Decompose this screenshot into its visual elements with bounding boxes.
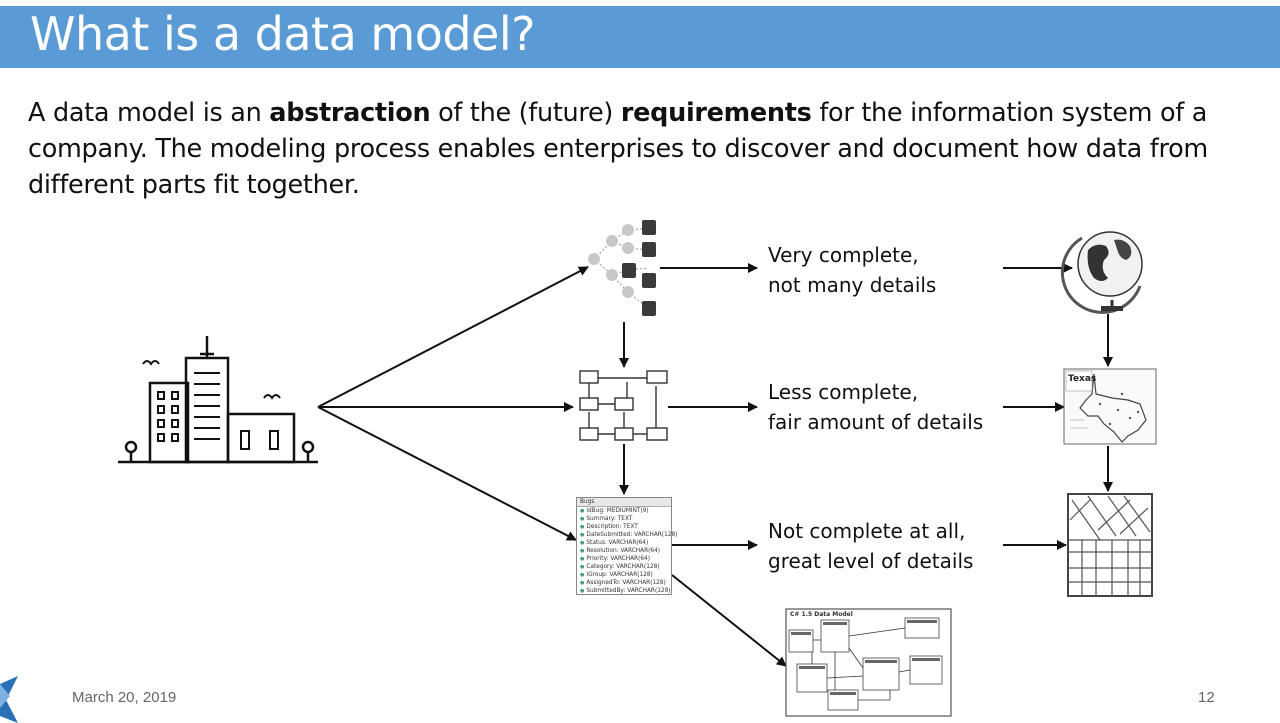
- bugs-table-row: Description: TEXT: [577, 523, 671, 531]
- er-diagram-icon: [785, 608, 952, 717]
- bugs-table-row: idBug: MEDIUMINT(9): [577, 507, 671, 515]
- intro-bold-abstraction: abstraction: [269, 98, 431, 128]
- level-label-conceptual: Very complete, not many details: [768, 240, 936, 300]
- level-label-logical: Less complete, fair amount of details: [768, 377, 983, 437]
- map-label: Texas: [1068, 374, 1096, 384]
- bugs-table-row: Status: VARCHAR(64): [577, 539, 671, 547]
- footer-date: March 20, 2019: [72, 689, 177, 706]
- intro-text-3: for the information system of a company.…: [28, 98, 1208, 200]
- bugs-table-icon: Bugs idBug: MEDIUMINT(9) Summary: TEXT D…: [576, 497, 677, 595]
- vertical-arrows: [619, 314, 1113, 495]
- tree-diagram-icon: [588, 220, 656, 316]
- level-line-1: Not complete at all,: [768, 519, 966, 543]
- logo-icon: [0, 676, 18, 723]
- bugs-table-row: Category: VARCHAR(128): [577, 563, 671, 571]
- level-line-1: Very complete,: [768, 243, 919, 267]
- level-line-1: Less complete,: [768, 380, 919, 404]
- page-number: 12: [1198, 689, 1215, 706]
- bugs-table-header: Bugs: [577, 498, 671, 507]
- level-label-physical: Not complete at all, great level of deta…: [768, 516, 973, 576]
- flowchart-icon: [579, 370, 668, 441]
- city-icon: [118, 336, 318, 464]
- level-line-2: not many details: [768, 273, 937, 297]
- horizontal-arrows: [660, 263, 1073, 667]
- bugs-table-row: AssignedTo: VARCHAR(128): [577, 579, 671, 587]
- bugs-table-row: Priority: VARCHAR(64): [577, 555, 671, 563]
- slide-title: What is a data model?: [30, 7, 536, 61]
- bugs-table-row: DateSubmitted: VARCHAR(128): [577, 531, 677, 539]
- level-line-2: great level of details: [768, 549, 974, 573]
- state-map-icon: Texas: [1063, 368, 1157, 445]
- title-bar: What is a data model?: [0, 6, 1280, 68]
- intro-paragraph: A data model is an abstraction of the (f…: [28, 95, 1263, 203]
- level-line-2: fair amount of details: [768, 410, 984, 434]
- intro-bold-requirements: requirements: [620, 98, 812, 128]
- bugs-table-row: SubmittedBy: VARCHAR(128): [577, 587, 671, 595]
- bugs-table-row: Summary: TEXT: [577, 515, 671, 523]
- intro-text-2: of the (future): [430, 98, 621, 128]
- intro-text-1: A data model is an: [28, 98, 270, 128]
- bugs-table-row: IGroup: VARCHAR(128): [577, 571, 671, 579]
- er-diagram-title: C# 1.5 Data Model: [790, 611, 853, 618]
- street-map-icon: [1067, 493, 1153, 597]
- arrows-from-city: [317, 266, 589, 541]
- globe-icon: [1060, 231, 1143, 314]
- bugs-table-row: Resolution: VARCHAR(64): [577, 547, 671, 555]
